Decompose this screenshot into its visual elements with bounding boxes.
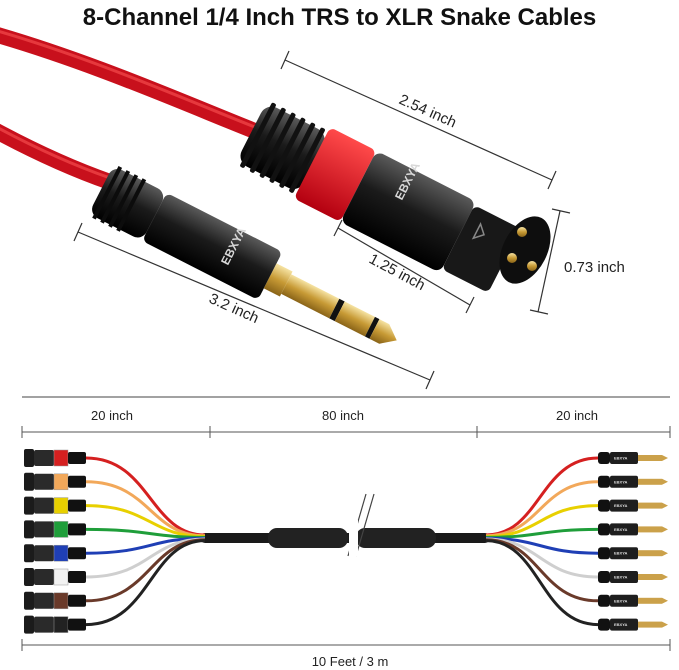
trs-channel-brand: EBXYA [614,551,628,556]
trs-channel-plug: EBXYA [598,547,668,560]
xlr-channel-wire [85,527,206,539]
xlr-channel-wire [85,536,206,555]
trs-channel-plug: EBXYA [598,571,668,583]
xlr-channel-plug [24,520,86,539]
xlr-channel-plug [24,496,86,515]
trs-channel-brand: EBXYA [614,456,628,461]
xlr-channel-color-band [53,616,69,633]
trs-channel-brand: EBXYA [614,575,628,580]
trs-channel-plug: EBXYA [598,499,668,512]
trs-channel-plug: EBXYA [598,475,668,488]
xlr-pin-face [499,216,551,284]
left-section-label: 20 inch [91,408,133,423]
trs-channel-plug: EBXYA [598,523,668,536]
xlr-channel-color-band [53,449,69,467]
trs-channel-wire [485,536,599,555]
xlr-pin-2 [507,253,517,263]
xlr-channel-wire [85,504,206,539]
snake-sleeve-left [268,528,348,548]
xlr-channel-color-band [53,497,69,514]
xlr-channel-wire [85,539,206,627]
xlr-channel-color-band [53,473,69,491]
trs-channel-brand: EBXYA [614,527,628,532]
trs-channel-wire [485,538,599,603]
middle-section-label: 80 inch [322,408,364,423]
trs-channel-wire [485,504,599,539]
page-title: 8-Channel 1/4 Inch TRS to XLR Snake Cabl… [82,4,597,31]
total-length-label: 10 Feet / 3 m [312,654,389,669]
trs-channel-wire [485,527,599,539]
xlr-channel-wire [85,480,206,538]
xlr-channel-plug [24,591,86,610]
trs-channel-wire [485,539,599,627]
trs-channel-plug: EBXYA [598,452,668,464]
red-cable-upper [0,27,273,143]
xlr-channel-color-band [53,521,69,538]
xlr-channel-color-band [53,568,69,586]
trs-channel-brand: EBXYA [614,503,628,508]
xlr-red-ring [295,129,375,220]
trs-connector [92,166,397,344]
trs-channel-plug: EBXYA [598,618,668,631]
xlr-channel-plug [24,615,86,634]
trs-channel-brand: EBXYA [614,479,628,484]
trs-channel-brand: EBXYA [614,622,628,627]
trs-channel-wire [485,480,599,538]
xlr-channel-group [24,449,206,634]
xlr-channel-wire [85,538,206,603]
trs-channel-brand: EBXYA [614,598,628,603]
xlr-channel-plug [24,568,86,586]
xlr-length-label: 2.54 inch [396,91,459,131]
snake-sleeve-right [356,528,436,548]
trs-channel-wire [485,456,599,537]
xlr-channel-plug [24,472,86,491]
xlr-connector [240,102,519,291]
red-cable-lower [0,123,118,190]
xlr-channel-color-band [53,544,69,562]
xlr-channel-plug [24,544,86,563]
right-section-label: 20 inch [556,408,598,423]
xlr-channel-wire [85,456,206,537]
trs-channel-plug: EBXYA [598,594,668,607]
xlr-diameter-label: 0.73 inch [564,259,625,276]
xlr-channel-plug [24,449,86,467]
xlr-channel-color-band [53,592,69,610]
xlr-pin-1 [517,227,527,237]
xlr-pin-3 [527,261,537,271]
trs-channel-group: EBXYA EBXYA EBXYA EBXYA EBXYA EBXYA EBXYA EBXYA [485,452,668,631]
